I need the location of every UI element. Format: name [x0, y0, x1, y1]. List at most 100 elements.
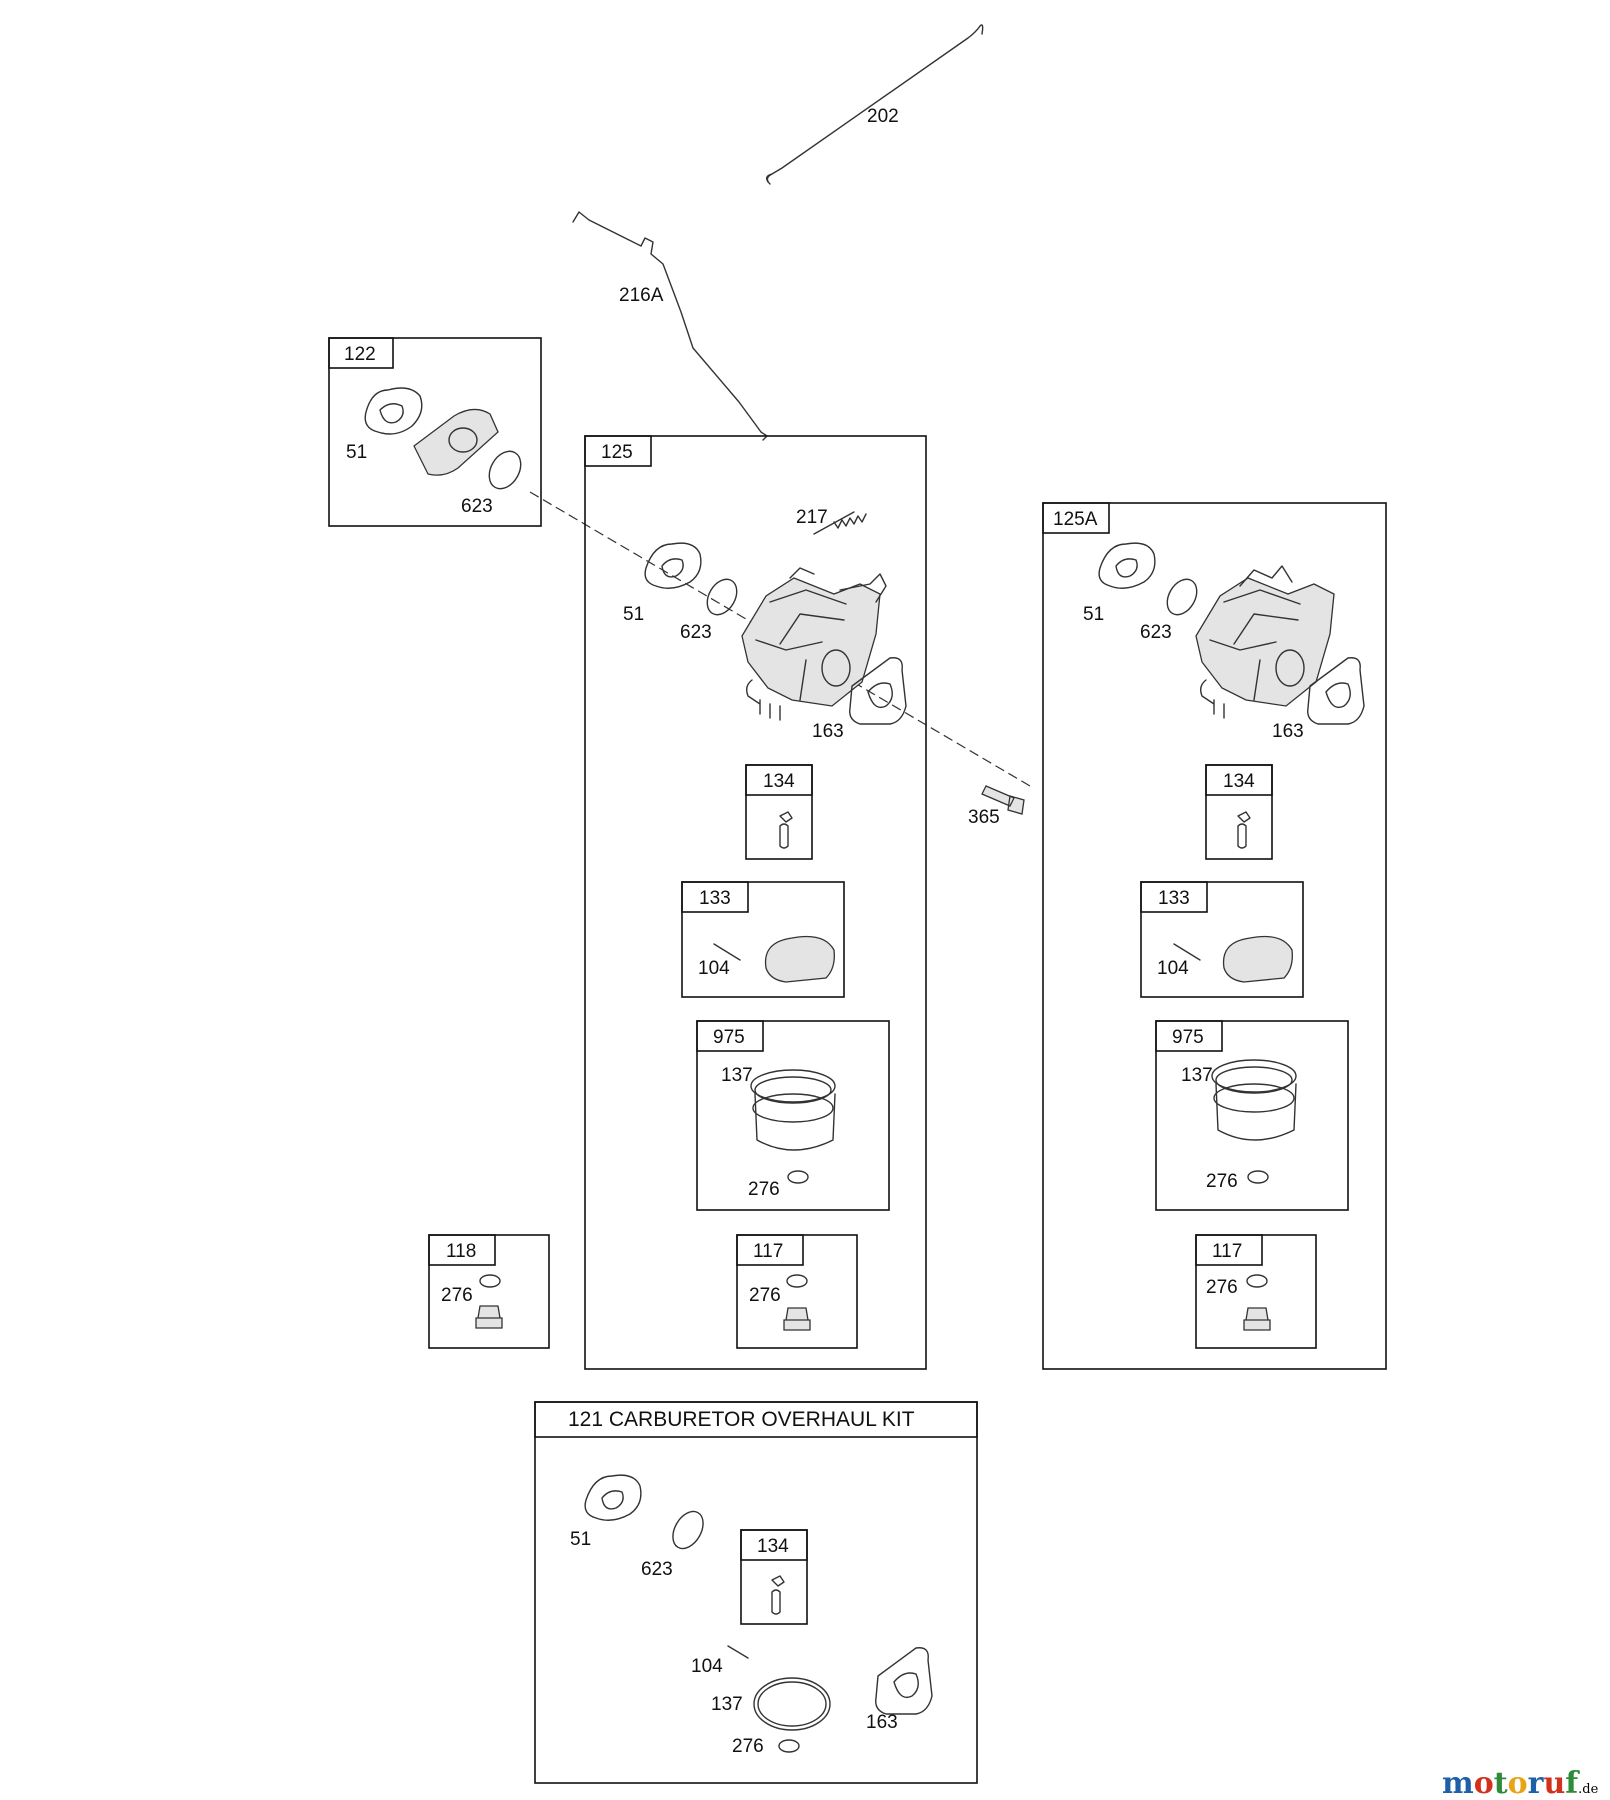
kit-125A-label-623: 623	[1140, 622, 1172, 643]
kit-122-tag	[328, 337, 394, 369]
logo-letter: f	[1565, 1766, 1579, 1800]
label-202: 202	[867, 106, 899, 127]
kit-125A-sub-117-label: 117	[1212, 1241, 1242, 1262]
kit-121-label-104: 104	[691, 1656, 723, 1677]
logo-suffix: .de	[1578, 1782, 1599, 1797]
kit-125-label-623: 623	[680, 622, 712, 643]
kit-121-overhaul: 121 CARBURETOR OVERHAUL KIT 51 623 134 1…	[534, 1401, 978, 1784]
kit-125A-sub-133-tag	[1140, 881, 1208, 913]
kit-122-label-51: 51	[346, 442, 367, 463]
gasket-51-icon	[644, 542, 702, 589]
o-ring-623-icon	[706, 578, 738, 616]
kit-118-label-276: 276	[441, 1285, 473, 1306]
needle-valve-icon	[1237, 811, 1251, 849]
kit-121-title-bar	[534, 1401, 978, 1438]
kit-121-label-137: 137	[711, 1694, 743, 1715]
mounting-screw-365-icon	[981, 785, 1025, 815]
needle-valve-icon	[779, 811, 793, 849]
kit-125A-sub-117-label-276: 276	[1206, 1277, 1238, 1298]
kit-121-title: 121 CARBURETOR OVERHAUL KIT	[568, 1408, 915, 1431]
o-ring-623-icon	[1166, 578, 1198, 616]
kit-125-box	[584, 435, 927, 1370]
kit-125A-sub-975-box	[1155, 1020, 1349, 1211]
kit-125-sub-117-tag	[736, 1234, 804, 1266]
linkage-rod-202	[765, 24, 984, 185]
label-365: 365	[968, 807, 1000, 828]
logo-letter: u	[1543, 1766, 1566, 1800]
o-ring-623-icon	[672, 1510, 704, 1550]
kit-125-sub-117-label-276: 276	[749, 1285, 781, 1306]
motoruf-logo: motoruf.de	[1442, 1766, 1598, 1800]
gasket-163-icon	[1307, 657, 1365, 725]
kit-118-label: 118	[446, 1241, 476, 1262]
kit-121-label-276: 276	[732, 1736, 764, 1757]
kit-125: 125 217 51 623 163 134 133 104	[584, 435, 927, 1370]
linkage-rod-216A	[572, 211, 768, 441]
gasket-163-icon	[849, 657, 907, 725]
logo-letter: o	[1507, 1766, 1528, 1800]
pin-104-icon	[727, 1645, 749, 1659]
kit-125-sub-134-label: 134	[763, 771, 795, 792]
kit-125A-sub-975-tag	[1155, 1020, 1223, 1052]
kit-122-label: 122	[344, 344, 376, 365]
spacer-bore-icon	[448, 427, 478, 453]
kit-121-sub-134-tag	[740, 1529, 808, 1561]
kit-125-sub-134-tag	[745, 764, 813, 796]
kit-121-label-623: 623	[641, 1559, 673, 1580]
kit-125-sub-133-tag	[681, 881, 749, 913]
kit-121-label-163: 163	[866, 1712, 898, 1733]
kit-125A-sub-975-label-137: 137	[1181, 1065, 1213, 1086]
kit-125-label-217: 217	[796, 507, 828, 528]
kit-125A-tag	[1042, 502, 1110, 534]
washer-276-icon	[1246, 1274, 1268, 1288]
washer-276-icon	[479, 1274, 501, 1288]
kit-125-tag	[584, 435, 652, 467]
logo-letter: o	[1473, 1766, 1494, 1800]
kit-125-sub-133-label: 133	[699, 888, 731, 909]
kit-125A-sub-975-label-276: 276	[1206, 1171, 1238, 1192]
logo-brand: motoruf	[1442, 1766, 1578, 1800]
kit-118: 118 276	[428, 1234, 550, 1349]
kit-122-box	[328, 337, 542, 527]
kit-125-sub-975-box	[696, 1020, 890, 1211]
washer-276-icon	[1247, 1170, 1269, 1184]
carburetor-body-icon	[741, 567, 887, 721]
kit-125-label: 125	[601, 442, 633, 463]
kit-125A-sub-133-label: 133	[1158, 888, 1190, 909]
kit-121-label-51: 51	[570, 1529, 591, 1550]
kit-125-label-51: 51	[623, 604, 644, 625]
kit-122-label-623: 623	[461, 496, 493, 517]
drain-screw-icon	[1243, 1307, 1271, 1331]
kit-125A: 125A 51 623 163 134 133 104 975	[1042, 502, 1387, 1370]
kit-125A-sub-117-tag	[1195, 1234, 1263, 1266]
kit-125-sub-133-box	[681, 881, 845, 998]
kit-125A-label-51: 51	[1083, 604, 1104, 625]
bowl-ring-137-icon	[753, 1677, 831, 1731]
gasket-163-icon	[875, 1647, 933, 1715]
spring-217-icon	[813, 511, 867, 535]
gasket-51-icon	[364, 387, 423, 435]
label-216A: 216A	[619, 285, 664, 306]
kit-125-label-163: 163	[812, 721, 844, 742]
kit-118-tag	[428, 1234, 496, 1266]
float-bowl-133-icon	[764, 935, 835, 983]
kit-122: 122 51 623	[328, 337, 542, 527]
kit-125-sub-975-label: 975	[713, 1027, 745, 1048]
pin-104-icon	[713, 943, 741, 961]
kit-125-sub-975-label-276: 276	[748, 1179, 780, 1200]
logo-letter: m	[1442, 1766, 1474, 1800]
kit-125-sub-117-label: 117	[753, 1241, 783, 1262]
bowl-ring-137-icon	[750, 1069, 836, 1151]
needle-valve-icon	[771, 1575, 785, 1615]
washer-276-icon	[778, 1739, 800, 1753]
kit-125-sub-975-label-137: 137	[721, 1065, 753, 1086]
kit-121-box	[534, 1401, 978, 1784]
kit-121-sub-134-label: 134	[757, 1536, 789, 1557]
o-ring-623-icon	[488, 450, 522, 490]
kit-125A-sub-133-label-104: 104	[1157, 958, 1189, 979]
kit-125A-label-163: 163	[1272, 721, 1304, 742]
logo-letter: r	[1527, 1766, 1544, 1800]
float-bowl-133-icon	[1222, 935, 1293, 983]
